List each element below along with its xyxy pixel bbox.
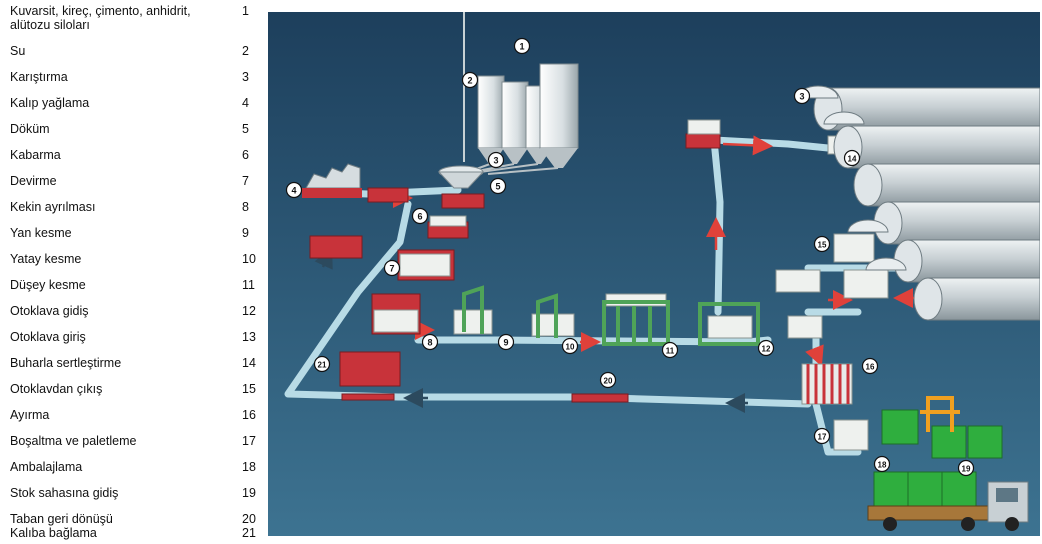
step-marker: 8 [423,335,438,350]
legend-step-number: 20 [242,512,262,526]
legend-step-number: 12 [242,304,262,318]
legend-step-number: 10 [242,252,262,266]
legend-step-name: Kekin ayrılması [10,200,225,214]
legend-step-number: 18 [242,460,262,474]
step-marker-label: 12 [762,345,771,354]
step-marker: 19 [959,461,974,476]
step-marker-label: 20 [604,377,613,386]
step-marker-label: 2 [467,76,472,86]
step-marker: 3 [795,89,810,104]
legend-step-number: 13 [242,330,262,344]
step-marker: 4 [287,183,302,198]
step-marker-label: 10 [566,343,575,352]
step-marker: 3 [489,153,504,168]
step-marker: 12 [759,341,774,356]
legend-step-number: 1 [242,4,262,18]
legend-step-name: Düşey kesme [10,278,225,292]
step-marker-label: 3 [799,92,804,102]
step-marker: 14 [845,151,860,166]
step-marker-label: 19 [962,465,971,474]
legend-step-name: Su [10,44,225,58]
step-marker: 1 [515,39,530,54]
step-marker-label: 18 [878,461,887,470]
legend-step-name: Yan kesme [10,226,225,240]
step-marker-label: 8 [427,338,432,348]
step-marker-label: 9 [503,338,508,348]
legend-step-name: Ayırma [10,408,225,422]
legend-step-number: 9 [242,226,262,240]
legend-step-name: Yatay kesme [10,252,225,266]
step-marker: 18 [875,457,890,472]
step-marker-label: 15 [818,241,827,250]
step-marker-label: 11 [666,347,675,356]
step-marker-label: 6 [417,212,422,222]
legend-step-number: 2 [242,44,262,58]
step-marker: 9 [499,335,514,350]
legend-step-number: 21 [242,526,262,540]
step-marker: 17 [815,429,830,444]
legend-step-number: 15 [242,382,262,396]
legend-step-name: Otoklava giriş [10,330,225,344]
legend-step-number: 7 [242,174,262,188]
step-marker-label: 5 [495,182,500,192]
legend-step-name: Kalıp yağlama [10,96,225,110]
legend-step-number: 17 [242,434,262,448]
legend-step-number: 6 [242,148,262,162]
step-marker-label: 4 [291,186,296,196]
step-marker-label: 14 [848,155,857,164]
legend-step-name: Devirme [10,174,225,188]
step-marker: 5 [491,179,506,194]
legend-step-name: Kuvarsit, kireç, çimento, anhidrit, alüt… [10,4,225,32]
legend-step-name: Karıştırma [10,70,225,84]
step-marker: 7 [385,261,400,276]
legend-step-number: 14 [242,356,262,370]
legend-step-name: Kalıba bağlama [10,526,225,540]
legend-step-number: 4 [242,96,262,110]
step-marker-label: 7 [389,264,394,274]
legend-step-name: Otoklavdan çıkış [10,382,225,396]
legend-step-number: 11 [242,278,262,292]
legend-step-name: Döküm [10,122,225,136]
step-marker-label: 3 [493,156,498,166]
step-marker: 6 [413,209,428,224]
step-marker-label: 21 [318,361,327,370]
legend-step-name: Taban geri dönüşü [10,512,225,526]
step-marker: 16 [863,359,878,374]
step-marker: 11 [663,343,678,358]
legend-step-name: Buharla sertleştirme [10,356,225,370]
legend-step-number: 3 [242,70,262,84]
legend-step-number: 16 [242,408,262,422]
legend-step-number: 8 [242,200,262,214]
legend-step-number: 5 [242,122,262,136]
legend-step-name: Kabarma [10,148,225,162]
step-marker-label: 1 [519,42,524,52]
legend-step-name: Boşaltma ve paletleme [10,434,225,448]
legend-step-number: 19 [242,486,262,500]
separation-unit [802,364,852,404]
step-marker-label: 17 [818,433,827,442]
legend: Kuvarsit, kireç, çimento, anhidrit, alüt… [0,0,270,544]
legend-step-name: Otoklava gidiş [10,304,225,318]
frame-blocks [708,316,752,338]
step-marker: 21 [315,357,330,372]
legend-step-name: Ambalajlama [10,460,225,474]
step-marker-label: 16 [866,363,875,372]
step-marker: 10 [563,339,578,354]
legend-step-name: Stok sahasına gidiş [10,486,225,500]
step-marker: 2 [463,73,478,88]
step-marker: 20 [601,373,616,388]
step-marker: 15 [815,237,830,252]
